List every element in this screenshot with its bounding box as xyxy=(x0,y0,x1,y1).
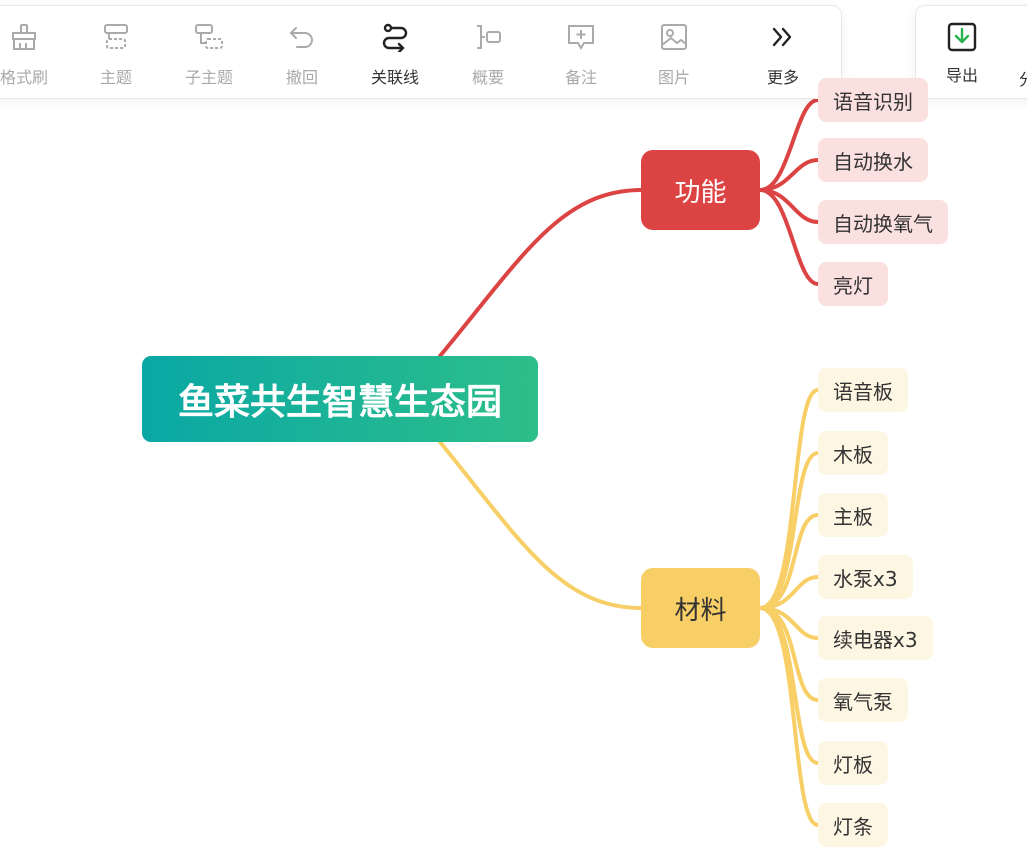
leaf-function[interactable]: 自动换氧气 xyxy=(818,200,948,244)
leaf-function[interactable]: 语音识别 xyxy=(818,78,928,122)
connector-function-leaf xyxy=(758,188,820,224)
connector-root-function xyxy=(438,188,643,358)
leaf-material[interactable]: 语音板 xyxy=(818,368,908,412)
branch-function[interactable]: 功能 xyxy=(641,150,760,230)
connector-material-leaf xyxy=(758,451,820,610)
undo-button[interactable]: 撤回 xyxy=(262,6,342,98)
branch-material[interactable]: 材料 xyxy=(641,568,760,648)
leaf-material[interactable]: 木板 xyxy=(818,431,888,475)
connector-material-leaf xyxy=(758,606,820,640)
export-label: 导出 xyxy=(945,66,978,85)
note-button[interactable]: 备注 xyxy=(541,6,621,98)
undo-label: 撤回 xyxy=(285,68,318,87)
leaf-material[interactable]: 水泵x3 xyxy=(818,555,913,599)
connector-function-leaf xyxy=(758,158,820,192)
connector-material-leaf xyxy=(758,606,820,827)
cut-off-toolbar-label[interactable]: 分 xyxy=(1019,66,1027,90)
export-toolbar: 导出 分 xyxy=(915,5,1027,99)
connector-material-leaf xyxy=(758,513,820,610)
image-label: 图片 xyxy=(657,68,690,87)
leaf-function[interactable]: 自动换水 xyxy=(818,138,928,182)
connector-material-leaf xyxy=(758,575,820,610)
format-brush-icon xyxy=(12,24,36,50)
topic-icon xyxy=(104,24,128,49)
connector-material-leaf xyxy=(758,606,820,765)
connector-function-leaf xyxy=(758,188,820,286)
format-brush-button[interactable]: 格式刷 xyxy=(0,6,64,98)
relation-line-label: 关联线 xyxy=(370,68,419,87)
image-icon xyxy=(661,24,687,50)
summary-button[interactable]: 概要 xyxy=(448,6,528,98)
connector-material-leaf xyxy=(758,388,820,610)
leaf-material[interactable]: 灯条 xyxy=(818,803,888,847)
connector-function-leaf xyxy=(758,98,820,192)
note-label: 备注 xyxy=(564,68,597,87)
subtopic-label: 子主题 xyxy=(184,68,233,87)
more-icon xyxy=(772,27,792,47)
summary-label: 概要 xyxy=(471,68,504,87)
leaf-material[interactable]: 氧气泵 xyxy=(818,678,908,722)
more-button[interactable]: 更多 xyxy=(743,6,823,98)
leaf-material[interactable]: 续电器x3 xyxy=(818,616,933,660)
subtopic-icon xyxy=(195,24,223,49)
format-brush-label: 格式刷 xyxy=(0,68,48,87)
more-label: 更多 xyxy=(766,68,799,87)
root-topic[interactable]: 鱼菜共生智慧生态园 xyxy=(142,356,538,442)
subtopic-button[interactable]: 子主题 xyxy=(169,6,249,98)
topic-label: 主题 xyxy=(99,68,132,87)
editor-toolbar: 格式刷 主题 子主题 撤回 关联线 概要 备注 图片 更多 xyxy=(0,5,842,99)
undo-icon xyxy=(289,27,313,48)
download-icon xyxy=(947,22,977,52)
connector-root-material xyxy=(438,440,643,610)
leaf-material[interactable]: 灯板 xyxy=(818,741,888,785)
relation-line-icon xyxy=(382,23,408,52)
image-button[interactable]: 图片 xyxy=(634,6,714,98)
relation-line-button[interactable]: 关联线 xyxy=(355,6,435,98)
note-icon xyxy=(568,25,594,50)
export-button[interactable]: 导出 xyxy=(922,6,1002,98)
leaf-material[interactable]: 主板 xyxy=(818,493,888,537)
connector-material-leaf xyxy=(758,606,820,702)
topic-button[interactable]: 主题 xyxy=(76,6,156,98)
summary-icon xyxy=(477,25,501,49)
leaf-function[interactable]: 亮灯 xyxy=(818,262,888,306)
